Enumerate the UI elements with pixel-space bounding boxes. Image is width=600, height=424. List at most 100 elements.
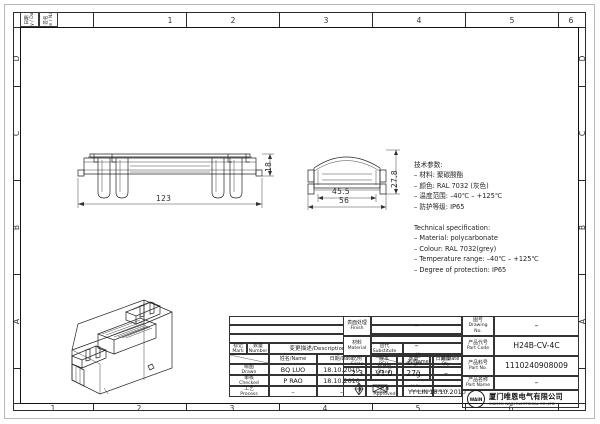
company-mark-text: WAIN [469, 396, 483, 402]
note-line-2: Original Size: DIN A 4 [410, 388, 449, 393]
rev-subst-cn: 替代 [379, 342, 390, 349]
drawing-no-value: – [534, 321, 539, 330]
finish-en: Finish [350, 326, 364, 331]
side-view-inner-dimension: 45.5 [332, 187, 350, 196]
spec-en-title: Technical specification: [414, 224, 491, 233]
spec-en-line-4: – Degree of protection: IP65 [414, 265, 507, 274]
spec-cn-title: 技术参数: [414, 161, 443, 169]
scale-cn: 比例 [352, 355, 362, 362]
qty-value: – [444, 368, 448, 378]
role-checked-name: P RAO [269, 375, 317, 386]
ruler-col-1-bottom: 1 [50, 403, 56, 413]
ruler-col-6-bottom: 6 [508, 403, 514, 413]
dimension-note-cell: All Dimensions in mm Original Size: DIN … [397, 380, 462, 397]
qty-value-cell: – [430, 367, 462, 380]
projection-symbol-cell [343, 380, 397, 397]
role-stand-name-value: – [416, 365, 420, 374]
side-elevation-view: 45.5 56 27.8 [296, 140, 416, 218]
ruler-col-2: 2 [230, 16, 236, 25]
role-drawn-date-value: 18.10.2010 [323, 365, 360, 374]
rev-desc-en: Description [313, 345, 346, 352]
role-drawn-name: BQ LUO [269, 364, 317, 375]
rev-number-cn: 数量 [253, 342, 263, 349]
ruler-row-C: C [12, 130, 21, 137]
rev-desc-cn: 变更描述 [289, 345, 312, 352]
ruler-col-2-bottom: 2 [136, 403, 142, 413]
part-no-value-cell: 1110240908009 [494, 356, 579, 376]
scale-value-cell: 2:3 [343, 367, 371, 380]
role-process-name-value: – [291, 387, 295, 396]
finish-cn: 表面处理 [347, 320, 367, 326]
spec-en-line-2: – Colour: RAL 7032(grey) [414, 244, 497, 253]
company-name-cn: 厦门唯恩电气有限公司 [489, 392, 563, 401]
rev-mark-cn: 标记 [233, 342, 243, 349]
ruler-col-1: 1 [167, 16, 173, 25]
company-logo-cell: WAIN 厦门唯恩电气有限公司 XIAMEN WAIN ELECTRICAL C… [462, 390, 579, 408]
spec-en-line-3: – Temperature range: –40℃ – +125℃ [414, 255, 539, 264]
drawing-no-value-cell: – [494, 316, 579, 336]
weight-value-cell: 27g [397, 367, 430, 380]
material-cn: 材料 [352, 340, 362, 346]
weight-value: 27g [406, 368, 421, 378]
ruler-row-A: A [12, 318, 21, 325]
side-view-outer-dimension: 56 [339, 196, 350, 205]
frame-outer-border [13, 12, 586, 411]
ruler-col-5: 5 [509, 16, 515, 25]
role-process-name: – [269, 386, 317, 397]
front-view-height-dimension: 18 [264, 161, 273, 172]
role-process-en: Process [240, 391, 258, 397]
rev-value-cell: V1.0 [371, 367, 397, 380]
company-name-en: XIAMEN WAIN ELECTRICAL CO.,LTD [489, 402, 555, 406]
role-drawn-cn: 绘图 [244, 363, 254, 370]
part-code-value: H24B-CV-4C [513, 341, 560, 350]
side-view-height-dimension: 27.8 [390, 170, 399, 188]
first-angle-projection-icon [354, 382, 363, 395]
ruler-top: 1 2 3 4 5 6 [13, 12, 586, 27]
ruler-col-3-bottom: 3 [229, 403, 235, 413]
material-value: – [414, 341, 419, 350]
spec-cn-line-1: – 材料: 聚碳酸酯 [414, 171, 464, 180]
ruler-right: D C B A [578, 27, 587, 404]
role-process-cn: 工艺 [244, 385, 254, 392]
sub-name-en-2: Name [413, 359, 429, 365]
role-process-date-value: – [339, 387, 344, 396]
material-value-cell: – [371, 336, 462, 356]
ruler-col-6: 6 [568, 16, 574, 25]
spec-gap [414, 212, 539, 223]
ruler-col-4: 4 [416, 16, 422, 25]
weight-en: Weight [405, 361, 422, 367]
qty-cn: 数量 [441, 355, 451, 362]
ruler-col-3: 3 [323, 16, 329, 25]
role-drawn-date: 18.10.2010 [317, 364, 366, 375]
projection-cone-icon [372, 384, 387, 393]
specification-block: 技术参数: – 材料: 聚碳酸酯 – 颜色: RAL 7032 (灰色) – 温… [414, 160, 539, 275]
part-code-value-cell: H24B-CV-4C [494, 336, 579, 356]
note-line-1: All Dimensions in mm [410, 383, 449, 388]
spec-cn-line-3: – 温度范围: –40℃ – +125℃ [414, 192, 503, 201]
ruler-row-B-right: B [578, 224, 587, 231]
ruler-row-D: D [12, 55, 21, 62]
sub-date-en: Date [341, 356, 354, 362]
role-stand-en: Stand. [377, 369, 392, 375]
part-no-en: Part No. [468, 366, 488, 371]
part-code-en: Part Code [466, 346, 490, 351]
rev-mark-en: Mark [232, 348, 244, 354]
scale-en: Scale [350, 361, 364, 367]
ruler-row-D-right: D [578, 55, 587, 62]
part-name-value: – [534, 378, 539, 387]
